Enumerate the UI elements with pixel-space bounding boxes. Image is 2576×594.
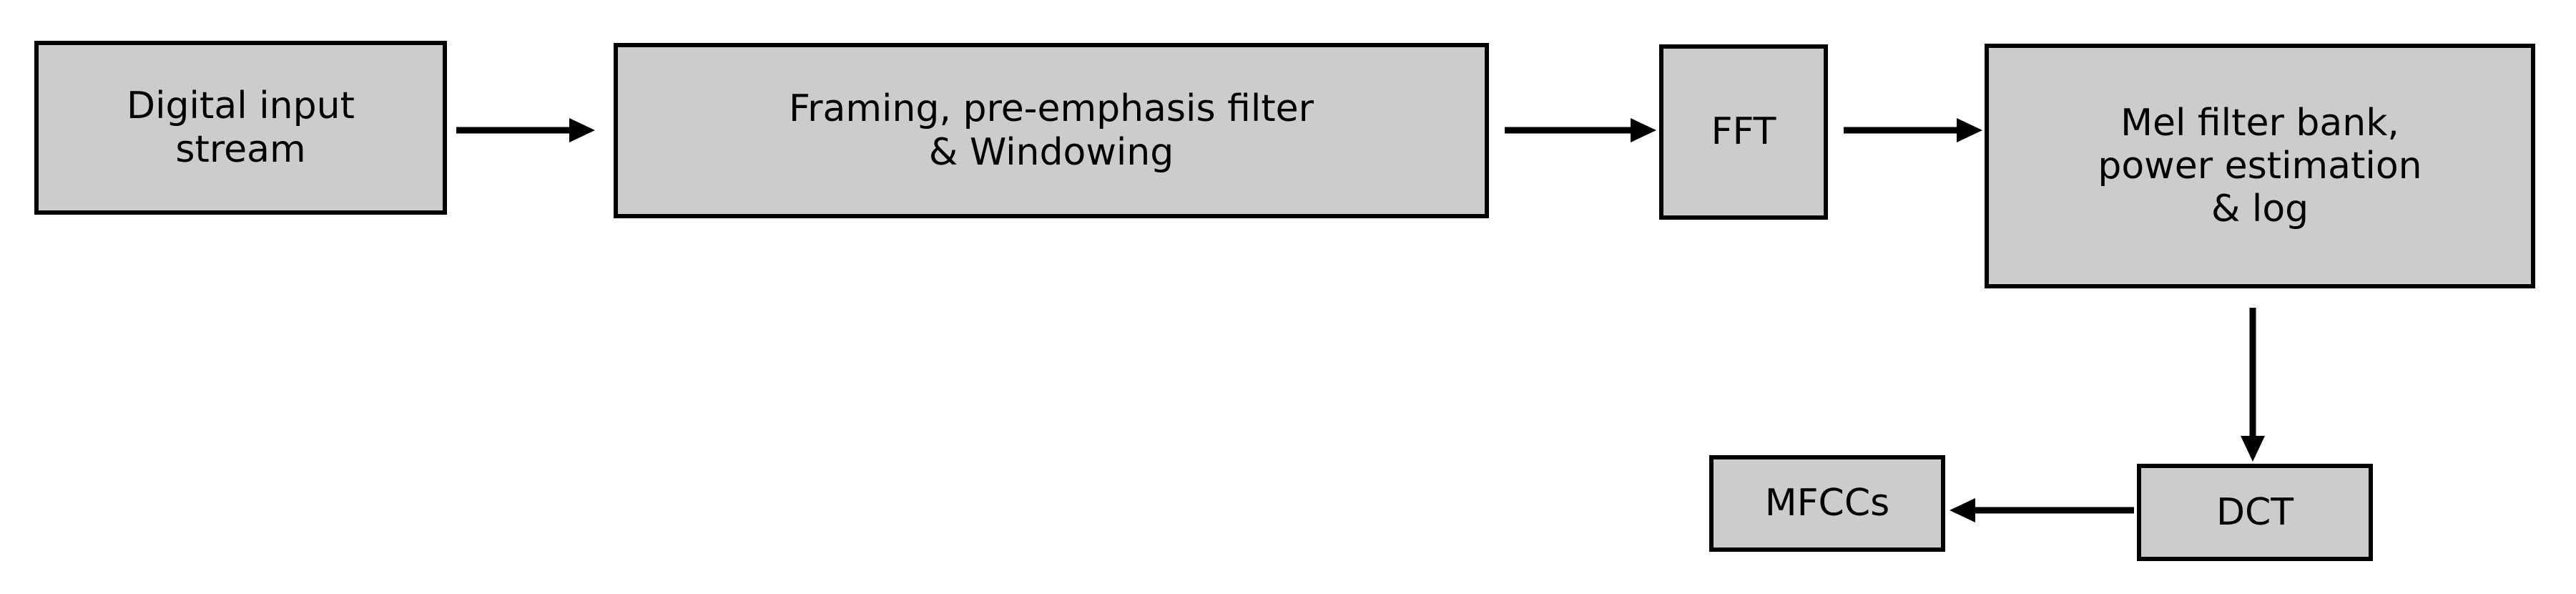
node-digital-input-stream[interactable]: Digital input stream (34, 41, 447, 215)
node-label: DCT (2216, 490, 2294, 534)
node-label: MFCCs (1764, 482, 1890, 525)
node-label: Mel filter bank, power estimation & log (2098, 101, 2422, 231)
node-mel-filter-bank[interactable]: Mel filter bank, power estimation & log (1985, 44, 2535, 288)
node-mfccs[interactable]: MFCCs (1709, 455, 1945, 552)
arrow-head-icon (1957, 118, 1982, 142)
arrow-head-icon (2241, 436, 2265, 462)
arrow-connector (1928, 489, 2155, 532)
node-label: Framing, pre-emphasis filter & Windowing (788, 87, 1314, 174)
node-dct[interactable]: DCT (2137, 464, 2373, 561)
node-label: Digital input stream (127, 84, 355, 171)
arrow-head-icon (569, 118, 595, 142)
node-fft[interactable]: FFT (1659, 44, 1828, 220)
arrow-head-icon (1631, 118, 1656, 142)
node-framing-pre-emphasis-windowing[interactable]: Framing, pre-emphasis filter & Windowing (614, 43, 1489, 218)
arrow-connector (1483, 109, 1678, 152)
arrow-head-icon (1950, 498, 1975, 522)
arrow-connector (435, 109, 616, 152)
arrow-connector (1822, 109, 2004, 152)
arrow-connector (2231, 286, 2274, 483)
node-label: FFT (1711, 110, 1776, 154)
